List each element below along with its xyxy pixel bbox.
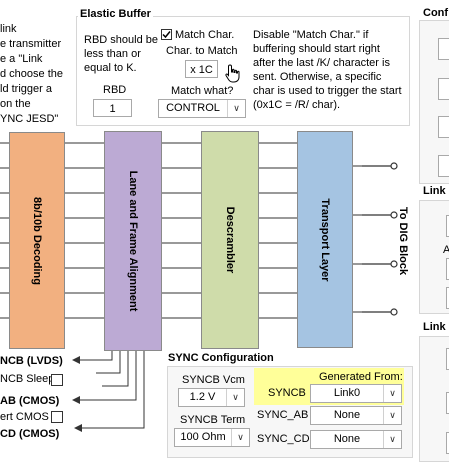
link-field[interactable] [446, 348, 449, 370]
elastic-buffer-title: Elastic Buffer [78, 8, 153, 20]
chevron-down-icon: ∨ [226, 389, 244, 406]
to-dig-block-label: To DIG Block [397, 206, 409, 276]
hand-cursor-icon [224, 64, 242, 84]
config-group-title: Conf [423, 7, 449, 19]
sync-ab-select[interactable]: None ∨ [310, 406, 402, 425]
sync-cd-select[interactable]: None ∨ [310, 430, 402, 449]
transport-layer-block: Transport Layer [297, 131, 353, 348]
sync-ab-cmos-label: AB (CMOS) [0, 395, 60, 407]
link-group [419, 200, 449, 314]
syncb-source-value: Link0 [333, 387, 361, 399]
rbd-note-line: RBD should be [84, 34, 158, 46]
left-text-line: on the [0, 98, 31, 110]
syncb-lvds-label: NCB (LVDS) [0, 355, 63, 367]
left-text-line: d choose the [0, 68, 63, 80]
link-group-title-2: Link [423, 321, 446, 333]
chevron-down-icon: ∨ [383, 385, 401, 402]
left-text-line: e transmitter [0, 38, 62, 50]
link-a-label: A [443, 244, 449, 256]
config-field[interactable] [438, 78, 449, 100]
syncb-term-label: SYNCB Term [180, 414, 246, 426]
sync-cd-value: None [333, 433, 361, 445]
help-text-line: (0x1C = /R/ char). [253, 99, 341, 111]
left-text-line: link [0, 23, 17, 35]
transport-layer-label: Transport Layer [319, 197, 331, 282]
chevron-down-icon: ∨ [383, 431, 401, 448]
match-what-value: CONTROL [166, 102, 220, 114]
invert-cmos-label: ert CMOS [0, 411, 49, 423]
config-field[interactable] [438, 38, 449, 60]
syncb-source-select[interactable]: Link0 ∨ [310, 384, 402, 403]
link-field[interactable] [446, 215, 449, 237]
match-what-select[interactable]: CONTROL ∨ [158, 99, 246, 118]
rbd-input[interactable]: 1 [93, 99, 132, 117]
rbd-note-line: equal to K. [84, 62, 137, 74]
syncb-label: SYNCB [268, 387, 306, 399]
left-text-line: YNC JESD" [0, 113, 59, 125]
help-text-line: buffering should start right [253, 43, 380, 55]
syncb-term-value: 100 Ohm [180, 431, 226, 443]
lane-frame-alignment-block: Lane and Frame Alignment [104, 131, 162, 351]
syncb-sleep-checkbox[interactable] [51, 374, 63, 386]
rbd-note-line: less than or [84, 48, 141, 60]
link-group-title: Link [423, 185, 446, 197]
match-char-label: Match Char. [175, 29, 235, 41]
syncb-term-select[interactable]: 100 Ohm ∨ [174, 428, 250, 447]
output-label-wrap: To DIG Block [395, 206, 411, 276]
char-to-match-label: Char. to Match [166, 45, 238, 57]
syncb-vcm-label: SYNCB Vcm [182, 374, 245, 386]
sync-config-title: SYNC Configuration [166, 352, 276, 364]
match-what-label: Match what? [171, 85, 234, 97]
descrambler-label: Descrambler [224, 206, 236, 274]
checkmark-icon [162, 31, 171, 39]
sync-ab-label: SYNC_AB [257, 409, 309, 421]
help-text-line: Disable "Match Char." if [253, 29, 369, 41]
link-group-2 [419, 336, 449, 462]
descrambler-block: Descrambler [201, 131, 259, 349]
lane-frame-alignment-label: Lane and Frame Alignment [127, 170, 139, 312]
chevron-down-icon: ∨ [383, 407, 401, 424]
help-text-line: sent. Otherwise, a specific [253, 71, 382, 83]
help-text-line: char is used to trigger the start [253, 85, 402, 97]
link-field[interactable] [446, 287, 449, 309]
help-text-line: after the last /K/ character is [253, 57, 390, 69]
link-field[interactable] [446, 432, 449, 454]
config-field[interactable] [438, 155, 449, 177]
match-char-checkbox[interactable] [161, 29, 172, 40]
left-text-line: e a "Link [0, 53, 43, 65]
chevron-down-icon: ∨ [227, 100, 245, 117]
decoding-block-label: 8b/10b Decoding [31, 196, 43, 285]
chevron-down-icon: ∨ [231, 429, 249, 446]
link-field[interactable] [446, 392, 449, 414]
syncb-sleep-label: NCB Sleep [0, 373, 55, 385]
invert-cmos-checkbox[interactable] [51, 411, 63, 423]
config-field[interactable] [438, 116, 449, 138]
syncb-vcm-select[interactable]: 1.2 V ∨ [178, 388, 245, 407]
char-to-match-input[interactable]: x 1C [185, 60, 218, 78]
decoding-block: 8b/10b Decoding [9, 132, 65, 349]
sync-ab-value: None [333, 409, 361, 421]
rbd-label: RBD [103, 84, 127, 96]
link-field[interactable] [446, 258, 449, 280]
sync-cd-label: SYNC_CD [257, 433, 310, 445]
generated-from-label: Generated From: [319, 371, 403, 383]
syncb-vcm-value: 1.2 V [189, 391, 216, 403]
left-text-line: ld trigger a [0, 83, 52, 95]
sync-cd-cmos-label: CD (CMOS) [0, 428, 60, 440]
